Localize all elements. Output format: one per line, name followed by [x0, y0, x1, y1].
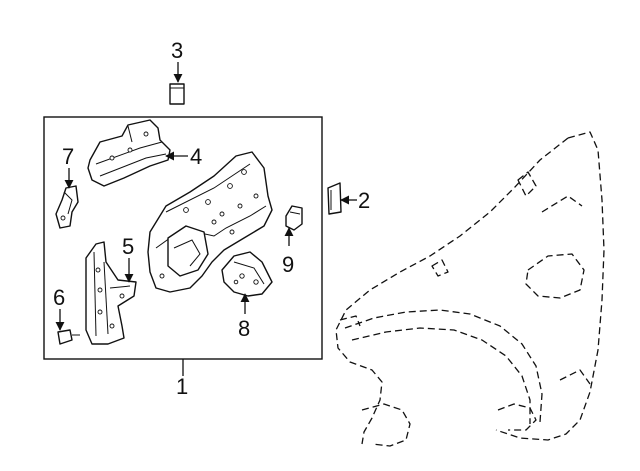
- callout-1: 1: [176, 359, 188, 399]
- part-9-clip: [285, 205, 303, 231]
- part-2-plate: [327, 182, 342, 215]
- callout-3-label: 3: [171, 38, 183, 63]
- part-4-upper-rail: [87, 119, 171, 187]
- callout-6-label: 6: [53, 285, 65, 310]
- callout-7-label: 7: [62, 144, 74, 169]
- callout-8-label: 8: [238, 316, 250, 341]
- callout-1-label: 1: [176, 374, 188, 399]
- callout-6: 6: [53, 285, 65, 331]
- part-7-bracket: [55, 185, 79, 229]
- part-6-bolt: [57, 329, 80, 345]
- part-3-block: [169, 83, 185, 105]
- callout-8: 8: [238, 293, 250, 341]
- callout-9: 9: [282, 227, 294, 277]
- part-8-bracket: [221, 251, 273, 297]
- part-5-reinforcement: [85, 241, 137, 345]
- callout-4: 4: [165, 144, 202, 169]
- callout-2: 2: [340, 188, 370, 213]
- callout-7: 7: [62, 144, 74, 189]
- fender-outline: [335, 131, 605, 447]
- callout-3: 3: [171, 38, 183, 83]
- part-1-apron-assembly: [147, 151, 273, 293]
- callout-5: 5: [122, 234, 134, 283]
- callout-2-label: 2: [358, 188, 370, 213]
- callout-5-label: 5: [122, 234, 134, 259]
- callout-9-label: 9: [282, 252, 294, 277]
- callout-4-label: 4: [190, 144, 202, 169]
